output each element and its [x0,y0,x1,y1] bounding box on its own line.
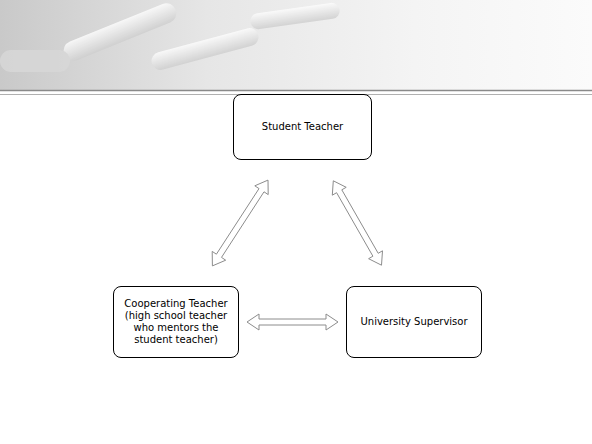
header-rule [0,90,592,92]
double-arrow [212,180,268,266]
double-arrow [332,181,382,265]
chalk-pieces [0,0,341,72]
process-box: Cooperating Teacher (high school teacher… [113,286,239,358]
box-label: University Supervisor [360,316,467,328]
box-label: Cooperating Teacher (high school teacher… [120,298,232,346]
header-photo [0,0,592,90]
box-label: Student Teacher [262,121,343,133]
process-box: Student Teacher [233,94,372,160]
process-box: University Supervisor [346,286,482,358]
double-arrow [247,314,338,330]
